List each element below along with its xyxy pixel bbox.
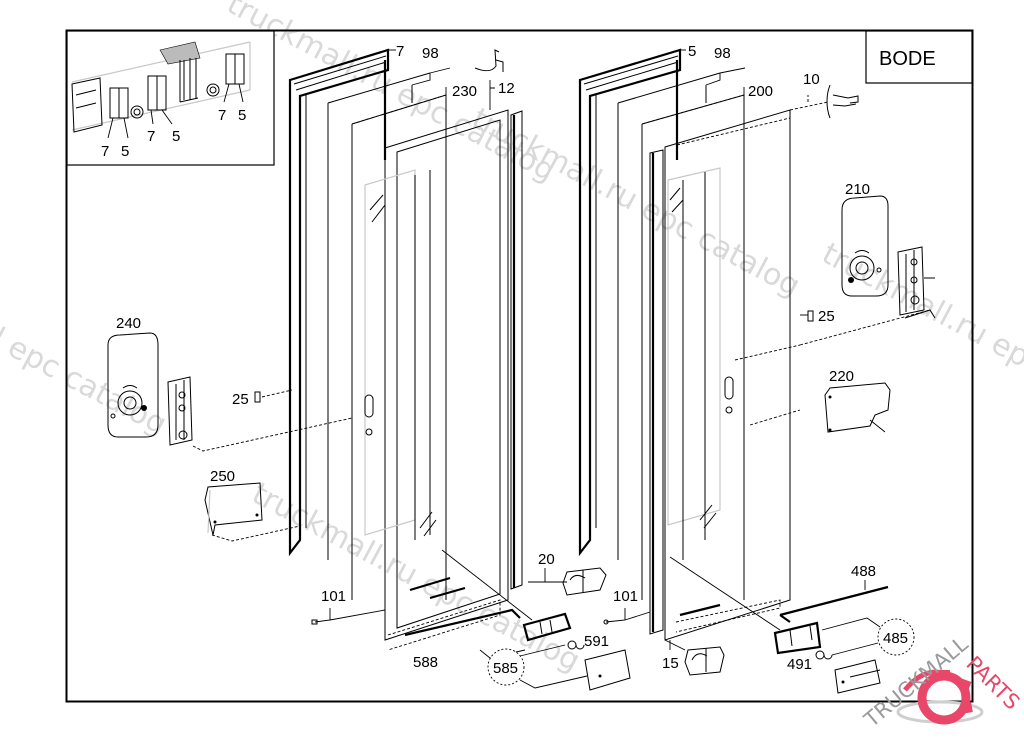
right-strip-488: [779, 585, 889, 623]
watermark: truckmall.ru epc catalog: [246, 476, 586, 679]
label-handle-cover-240: 240: [116, 315, 141, 332]
right-bearing-15: [684, 646, 725, 676]
callout-585: [487, 648, 525, 686]
label-cover-plate-220: 220: [829, 368, 854, 385]
label-callout-485: 485: [883, 630, 908, 647]
bus-overview-inset: 7 5 7 5 7 5: [66, 30, 275, 166]
left-pad-591: [584, 649, 631, 691]
left-door-leaf: [384, 109, 509, 641]
label-guide-101-left: 101: [321, 588, 346, 605]
right-door-assembly: [578, 48, 936, 694]
inset-label-7b: 7: [147, 128, 155, 145]
inset-label-7c: 7: [218, 107, 226, 124]
right-panel-200: [641, 94, 745, 600]
label-hook-12: 12: [498, 80, 515, 97]
label-bearing-20: 20: [538, 551, 555, 568]
right-pad-491: [834, 659, 881, 694]
inset-label-5c: 5: [238, 107, 246, 124]
label-strip-588: 588: [413, 654, 438, 671]
right-door-leaf: [664, 109, 791, 641]
left-lamp-bracket: [522, 612, 572, 642]
inset-label-7a: 7: [101, 143, 109, 160]
watermark: truckmall.ru epc catalog: [466, 101, 806, 304]
gear-icon: [896, 669, 984, 725]
manufacturer-box: BODE: [865, 30, 973, 84]
left-strip-588: [404, 608, 521, 637]
label-cover-plate-250: 250: [210, 468, 235, 485]
right-lock-mechanism: [897, 246, 936, 319]
label-seal-98-left: 98: [422, 45, 439, 62]
label-callout-585: 585: [493, 660, 518, 677]
label-pad-491: 491: [787, 656, 812, 673]
left-bearing-20: [562, 567, 607, 596]
label-pad-591: 591: [584, 633, 609, 650]
left-post: [510, 110, 523, 590]
right-cover-plate-220: [824, 382, 891, 433]
watermark: l epc catalog: [0, 321, 172, 442]
label-panel-200: 200: [748, 83, 773, 100]
label-hook-10: 10: [803, 71, 820, 88]
right-labels: 5 98 10 200 210 25 220 101 488 15 491 48…: [613, 43, 908, 673]
left-lock-mechanism: [167, 376, 193, 446]
callout-485: [877, 618, 915, 656]
left-seal-98: [327, 72, 431, 560]
manufacturer-label: BODE: [879, 48, 936, 70]
left-labels: 7 98 12 230 25 240 250 101 588 20 591 58…: [116, 43, 609, 677]
inset-label-5b: 5: [172, 128, 180, 145]
right-seal-98: [617, 72, 721, 560]
label-panel-230: 230: [452, 83, 477, 100]
diagram-border: [65, 29, 974, 703]
watermark: truckmall.ru epc catalog: [816, 236, 1024, 439]
right-hook-10: [826, 84, 859, 119]
right-post: [649, 149, 664, 635]
label-bearing-15: 15: [662, 655, 679, 672]
label-clip-25-right: 25: [818, 308, 835, 325]
left-hook-12: [474, 49, 504, 72]
label-seal-98-right: 98: [714, 45, 731, 62]
label-seal-frame-7: 7: [396, 43, 404, 60]
right-lamp-bracket: [773, 621, 822, 655]
label-seal-frame-5: 5: [688, 43, 696, 60]
label-handle-cover-210: 210: [845, 181, 870, 198]
left-handle-cover-240: [107, 332, 159, 438]
label-clip-25-left: 25: [232, 391, 249, 408]
label-strip-488: 488: [851, 563, 876, 580]
label-guide-101-right: 101: [613, 588, 638, 605]
right-handle-cover-210: [841, 195, 889, 297]
inset-label-5a: 5: [121, 143, 129, 160]
left-seal-frame: [288, 48, 390, 557]
left-door-assembly: [107, 48, 631, 691]
